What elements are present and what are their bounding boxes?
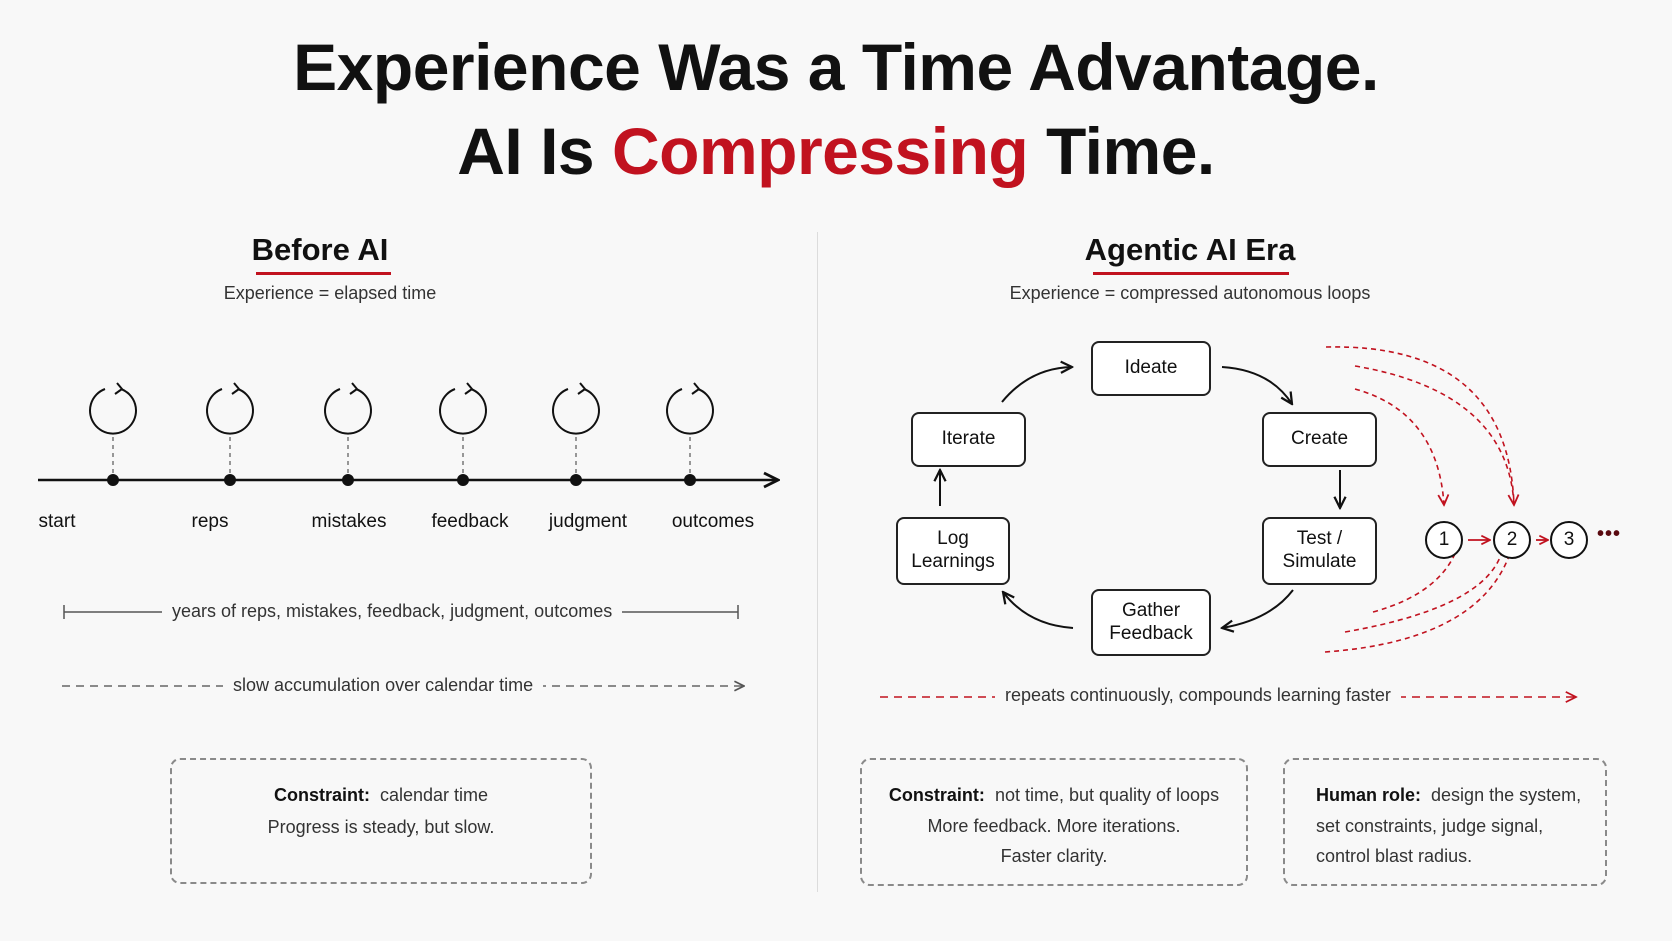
agentic-constraint-line: Constraint: not time, but quality of loo… — [862, 780, 1246, 811]
loop-node-ideate-label: Ideate — [1124, 357, 1178, 379]
human-role-line2: set constraints, judge signal, — [1316, 815, 1544, 836]
agentic-constraint-value: not time, but quality of loops — [994, 785, 1220, 805]
loop-node-test-line2: Simulate — [1282, 551, 1357, 572]
iteration-badge-3-label: 3 — [1563, 529, 1575, 550]
agentic-constraint-label: Constraint: — [888, 785, 985, 805]
repeat-label: repeats continuously, compounds learning… — [995, 685, 1401, 706]
arrow-gather-to-log — [1003, 592, 1074, 629]
timeline-label-reps: reps — [191, 511, 229, 532]
timeline-cycle-icons — [89, 382, 714, 486]
agentic-ai-underline — [1093, 272, 1289, 275]
human-role-value: design the system, — [1431, 785, 1582, 805]
loop-arrows — [940, 367, 1340, 628]
cycle-icon — [552, 382, 600, 486]
loop-node-iterate-label: Iterate — [941, 428, 996, 450]
timeline-label-judgment: judgment — [548, 511, 628, 532]
loop-node-log-line2: Learnings — [911, 551, 995, 572]
agentic-constraint-line3: Faster clarity. — [1000, 846, 1108, 867]
before-ai-heading: Before AI — [251, 232, 389, 267]
title-part-2: Time. — [1028, 114, 1215, 188]
before-ai-underline — [256, 272, 391, 275]
timeline-label-outcomes: outcomes — [671, 511, 755, 532]
before-constraint-line: Constraint: calendar time — [172, 780, 590, 812]
agentic-constraint-box: Constraint: not time, but quality of loo… — [860, 758, 1248, 886]
timeline-label-start: start — [38, 511, 76, 532]
agentic-ai-heading: Agentic AI Era — [1084, 232, 1296, 267]
loop-node-gather-line1: Gather — [1121, 599, 1181, 621]
main-title-line-2: AI Is Compressing Time. — [0, 118, 1672, 184]
loop-node-create-label: Create — [1290, 428, 1349, 450]
iteration-badge-1-label: 1 — [1438, 529, 1450, 550]
cycle-icon — [439, 382, 487, 486]
timeline-label-mistakes: mistakes — [311, 511, 387, 532]
iteration-badge-2-label: 2 — [1506, 529, 1518, 550]
before-ai-subtitle: Experience = elapsed time — [223, 283, 437, 303]
timeline-label-feedback: feedback — [431, 511, 509, 532]
main-title-line-1: Experience Was a Time Advantage. — [293, 30, 1379, 104]
human-role-line3: control blast radius. — [1316, 846, 1473, 867]
constraint-label: Constraint: — [273, 785, 370, 805]
cycle-icon — [666, 382, 714, 486]
loop-node-gather-line2: Feedback — [1109, 622, 1193, 644]
span-label: years of reps, mistakes, feedback, judgm… — [162, 601, 623, 622]
iteration-badge-1: 1 — [1425, 521, 1463, 559]
more-iterations-dots: ••• — [1597, 523, 1622, 545]
arrow-iterate-to-ideate — [1001, 367, 1072, 403]
loop-node-iterate: Iterate — [911, 412, 1026, 467]
agentic-constraint-line2: More feedback. More iterations. — [927, 815, 1181, 836]
loop-node-log-line1: Log — [937, 528, 969, 550]
cycle-icon — [206, 382, 254, 486]
loop-node-test-line1: Test / — [1296, 528, 1343, 550]
before-constraint-box: Constraint: calendar time Progress is st… — [170, 758, 592, 884]
iteration-badge-2: 2 — [1493, 521, 1531, 559]
loop-node-test-simulate: Test /Simulate — [1262, 517, 1377, 585]
agentic-ai-subtitle: Experience = compressed autonomous loops — [1009, 283, 1371, 303]
loop-node-create: Create — [1262, 412, 1377, 467]
cycle-icon — [89, 382, 137, 486]
title-part-1: AI Is — [457, 114, 612, 188]
arrow-ideate-to-create — [1221, 366, 1292, 404]
accumulation-label: slow accumulation over calendar time — [223, 675, 544, 696]
before-constraint-note: Progress is steady, but slow. — [267, 816, 495, 837]
constraint-value: calendar time — [379, 785, 489, 805]
human-role-line: Human role: design the system, — [1316, 780, 1605, 811]
title-accent-word: Compressing — [611, 114, 1029, 188]
loop-node-ideate: Ideate — [1091, 341, 1211, 396]
human-role-label: Human role: — [1316, 785, 1422, 805]
speed-arcs — [1324, 346, 1514, 653]
cycle-icon — [324, 382, 372, 486]
iteration-badge-3: 3 — [1550, 521, 1588, 559]
human-role-box: Human role: design the system, set const… — [1283, 758, 1607, 886]
arrow-test-to-gather — [1222, 589, 1294, 628]
section-divider — [817, 232, 818, 892]
